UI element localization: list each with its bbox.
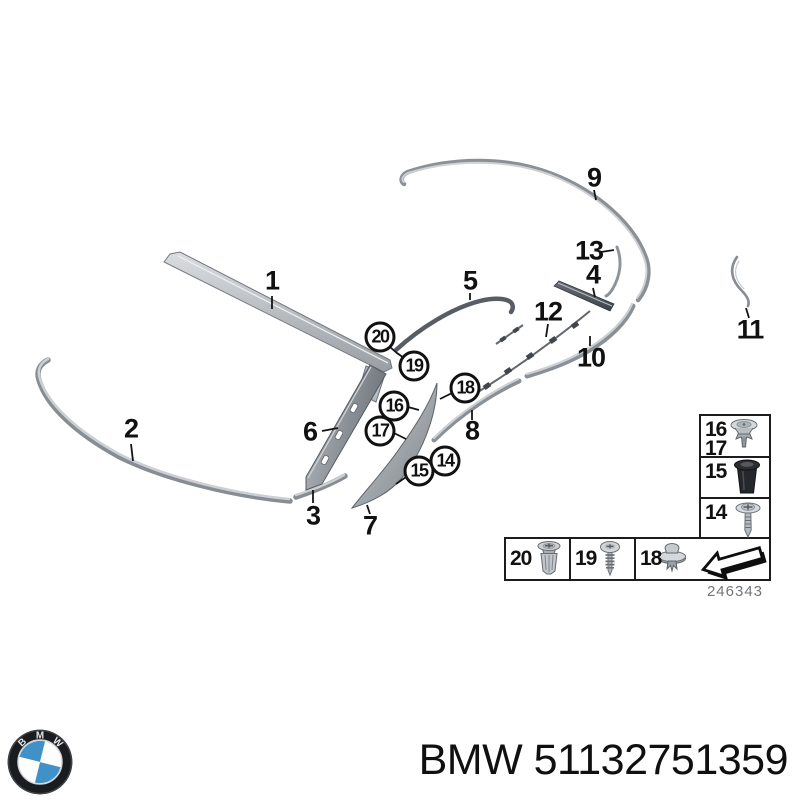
trim-clip-icon — [730, 419, 758, 448]
legend-label-14: 14 — [705, 501, 727, 524]
callout-10: 10 — [576, 342, 606, 373]
callout-15: 15 — [403, 455, 435, 487]
part-7-pillar-cover — [350, 382, 438, 509]
part-4-dark-strip — [553, 280, 615, 312]
legend-label-16: 16 — [705, 418, 727, 441]
callout-1: 1 — [264, 265, 280, 296]
part-8-side-strip — [431, 377, 522, 443]
callout-11: 11 — [736, 314, 765, 345]
legend-label-19: 19 — [575, 547, 597, 570]
part-3-moulding-segment — [293, 473, 348, 500]
screw-with-washer-icon — [735, 502, 761, 539]
callout-leader-lines — [130, 189, 750, 515]
direction-arrow-icon — [700, 545, 767, 581]
part-12-clip-rail — [477, 310, 591, 393]
callout-8: 8 — [464, 415, 480, 446]
part-10-side-moulding — [524, 302, 636, 379]
part-11-small-trim — [730, 255, 750, 308]
drawing-number: 246343 — [706, 583, 764, 600]
callout-14: 14 — [429, 445, 461, 477]
callout-9: 9 — [586, 162, 602, 193]
self-tapping-screw-icon — [600, 541, 620, 577]
callout-16: 16 — [378, 390, 410, 422]
legend-label-20: 20 — [510, 547, 532, 570]
bmw-roundel-logo: B M W — [7, 729, 73, 795]
callout-17: 17 — [364, 415, 396, 447]
svg-text:M: M — [36, 731, 44, 742]
part-2-front-moulding — [35, 357, 293, 504]
callout-6: 6 — [302, 416, 318, 447]
callout-7: 7 — [362, 510, 378, 541]
legend-label-17: 17 — [705, 437, 727, 460]
clip-with-washer-icon — [658, 543, 686, 573]
roundel-quadrants — [18, 740, 62, 784]
callout-2: 2 — [123, 413, 139, 444]
callout-13: 13 — [574, 235, 604, 266]
legend-label-18: 18 — [640, 547, 662, 570]
rubber-grommet-icon — [734, 459, 760, 494]
part-9-rear-moulding — [399, 158, 651, 303]
callout-19: 19 — [398, 350, 430, 382]
callout-20: 20 — [364, 321, 396, 353]
callout-18: 18 — [449, 372, 481, 404]
part-6-pillar-trim — [305, 364, 387, 491]
callout-5: 5 — [462, 265, 478, 296]
callout-3: 3 — [305, 500, 321, 531]
callout-4: 4 — [585, 259, 601, 290]
callout-12: 12 — [533, 296, 563, 327]
part-5-window-moulding — [393, 296, 515, 353]
part-number: BMW 51132751359 — [418, 736, 789, 784]
legend-label-15: 15 — [705, 460, 727, 483]
part-13-corner-moulding — [604, 245, 622, 298]
expanding-rivet-icon — [537, 541, 561, 575]
